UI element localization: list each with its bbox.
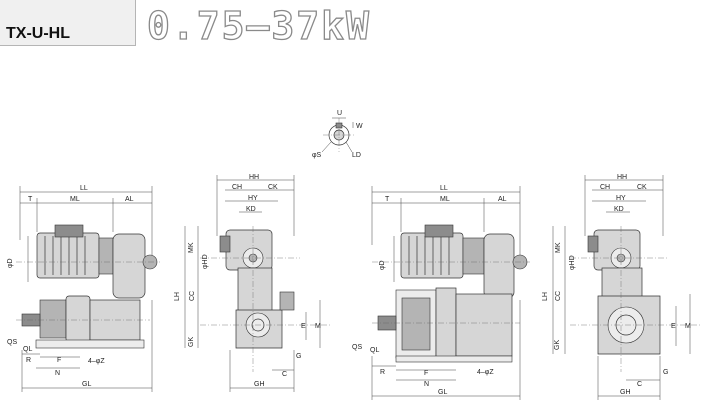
dim-M-4: M xyxy=(685,323,691,330)
dim-GL-3: GL xyxy=(438,389,447,396)
dim-CH-4: CH xyxy=(600,184,610,191)
dim-ML-3: ML xyxy=(440,196,450,203)
model-tab: TX-U-HL xyxy=(0,0,136,46)
dim-GK: GK xyxy=(188,337,195,347)
dim-CC: CC xyxy=(189,291,196,301)
dim-GH-4: GH xyxy=(620,389,631,396)
dim-MK-4: MK xyxy=(555,242,562,253)
dim-F: F xyxy=(57,357,61,364)
dim-QS: QS xyxy=(7,339,17,346)
power-range-title: 0.75–37kW xyxy=(146,4,371,48)
dim-CC-4: CC xyxy=(555,291,562,301)
dim-R: R xyxy=(26,357,31,364)
dim-G: G xyxy=(296,353,301,360)
dim-R-3: R xyxy=(380,369,385,376)
dim-Z-3: 4–φZ xyxy=(477,369,494,376)
dim-CK-4: CK xyxy=(637,184,647,191)
dim-G-4: G xyxy=(663,369,668,376)
dim-MK: MK xyxy=(188,242,195,253)
dim-KD: KD xyxy=(246,206,256,213)
dim-LL-3: LL xyxy=(440,185,448,192)
side-view-3: LL T ML AL φD QS QL R F 4–φZ xyxy=(352,185,530,400)
dim-HH-4: HH xyxy=(617,174,627,181)
dim-N: N xyxy=(55,370,60,377)
dim-U: U xyxy=(337,110,342,117)
model-label: TX-U-HL xyxy=(6,25,70,42)
dim-HD-4: φHD xyxy=(569,255,576,270)
dim-AL: AL xyxy=(125,196,134,203)
dim-HH: HH xyxy=(249,174,259,181)
dim-QL: QL xyxy=(23,346,32,353)
dim-N-3: N xyxy=(424,381,429,388)
dim-LH-4: LH xyxy=(542,292,549,301)
dim-QS-3: QS xyxy=(352,344,362,351)
dim-C: C xyxy=(282,371,287,378)
dim-HY: HY xyxy=(248,195,258,202)
dim-KD-4: KD xyxy=(614,206,624,213)
dim-LL: LL xyxy=(80,185,88,192)
dim-GK-4: GK xyxy=(554,340,561,350)
dim-LD: LD xyxy=(352,152,361,159)
dim-T: T xyxy=(28,196,33,203)
dim-CH: CH xyxy=(232,184,242,191)
dim-F-3: F xyxy=(424,370,428,377)
dim-HY-4: HY xyxy=(616,195,626,202)
shaft-detail: U W φS LD xyxy=(312,110,363,159)
dim-GL: GL xyxy=(82,381,91,388)
end-view-2: HH CH CK HY KD MK φHD LH CC GK E M xyxy=(174,174,330,392)
dim-LH: LH xyxy=(174,292,181,301)
dim-GH: GH xyxy=(254,381,265,388)
dim-W: W xyxy=(356,123,363,130)
dim-HD: φHD xyxy=(202,254,209,269)
dim-T-3: T xyxy=(385,196,390,203)
dim-ML: ML xyxy=(70,196,80,203)
side-view-1: LL T ML AL φD QS QL R xyxy=(7,185,160,392)
dim-C-4: C xyxy=(637,381,642,388)
dim-QL-3: QL xyxy=(370,347,379,354)
dim-Z: 4–φZ xyxy=(88,358,105,365)
dim-D: φD xyxy=(7,258,14,268)
dim-E-4: E xyxy=(671,323,676,330)
end-view-4: HH CH CK HY KD MK φHD LH CC GK E M G C xyxy=(542,174,700,400)
dim-M: M xyxy=(315,323,321,330)
dim-E: E xyxy=(301,323,306,330)
dim-D-3: φD xyxy=(379,260,386,270)
dim-CK: CK xyxy=(268,184,278,191)
dim-AL-3: AL xyxy=(498,196,507,203)
dim-S: φS xyxy=(312,152,322,159)
